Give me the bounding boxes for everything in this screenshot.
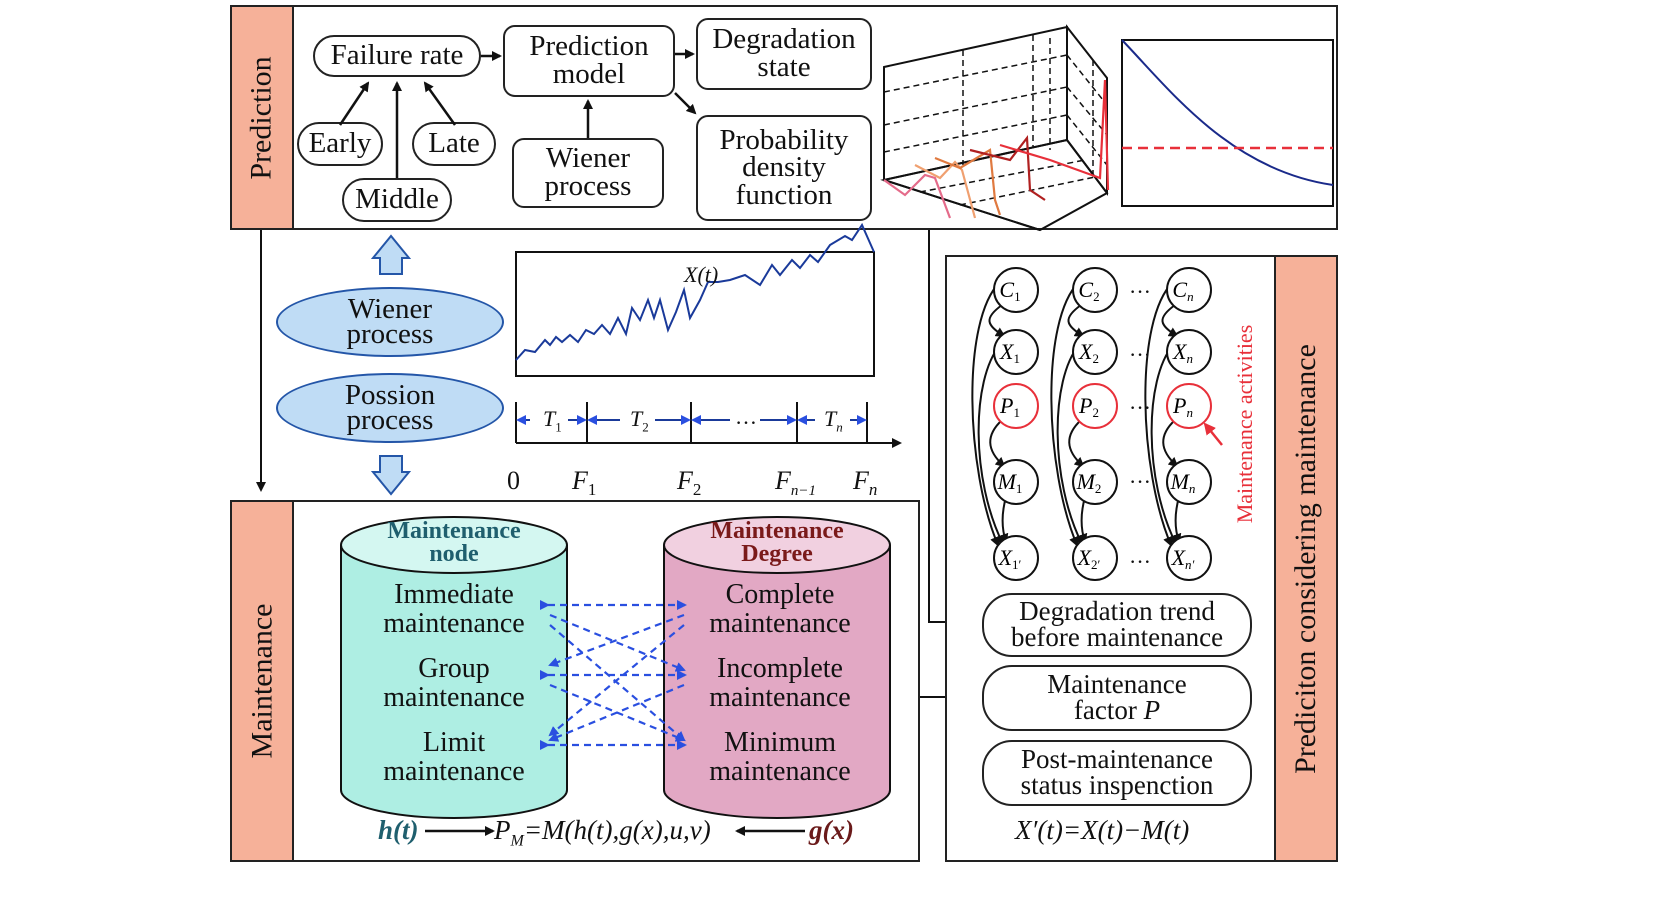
node-p-1: [993, 383, 1039, 429]
formula-pm: PM=M(h(t),g(x),u,v): [494, 815, 711, 850]
edge-x-xp: [977, 344, 1004, 546]
poisson-process-ellipse: Possion process: [276, 373, 504, 443]
wiener-ellipse-line1: Wiener: [347, 293, 433, 326]
node-p-2: [1072, 383, 1118, 429]
degradation-line1: Degradation: [712, 23, 856, 56]
late-text: Late: [428, 127, 480, 160]
pdf-box: Probability density function: [696, 115, 872, 221]
maintenance-factor-box: Maintenance factor P: [982, 665, 1252, 731]
right-formula: X′(t)=X(t)−M(t): [1015, 815, 1190, 845]
node-p-n: [1166, 383, 1212, 429]
prediction-model-line1: Prediction: [529, 30, 649, 63]
maintenance-activities-label: Maintenance activities: [1232, 324, 1257, 524]
edge-m-xp: [998, 496, 1009, 544]
edge-c-x: [1067, 304, 1085, 338]
middle-node: Middle: [342, 178, 452, 222]
node-db-title-1: Maintenance: [387, 518, 521, 544]
node-x-1: [993, 329, 1039, 375]
edge-c-xp: [1144, 281, 1174, 547]
wiener-process-ellipse: Wiener process: [276, 287, 504, 357]
interval-tn: Tn: [822, 406, 845, 436]
middle-text: Middle: [355, 183, 439, 216]
node-xp-2: [1072, 535, 1118, 581]
early-node: Early: [297, 122, 383, 166]
interval-ellipsis: …: [733, 404, 759, 430]
node-c-n: [1166, 267, 1212, 313]
node-c-2: [1072, 267, 1118, 313]
edge-p-m: [1162, 419, 1179, 468]
late-node: Late: [412, 122, 496, 166]
tick-0: 0: [507, 466, 520, 495]
ellipsis-x: ···: [1129, 342, 1151, 367]
poisson-ellipse-line1: Possion: [344, 379, 436, 412]
degree-db-title-2: Degree: [741, 540, 813, 567]
failure-rate-text: Failure rate: [330, 39, 464, 72]
degradation-state-box: Degradation state: [696, 18, 872, 90]
wiener-process-box: Wiener process: [512, 138, 664, 208]
node-c-1: [993, 267, 1039, 313]
node-xp-1: [993, 535, 1039, 581]
ellipsis-m: ···: [1129, 469, 1151, 494]
node-x-2: [1072, 329, 1118, 375]
degradation-line2: state: [757, 51, 811, 83]
pdf-line1: Probability: [719, 123, 849, 156]
node-m-n: [1166, 459, 1212, 505]
maintenance-activity-pointer: [1203, 422, 1223, 446]
node-m-2: [1072, 459, 1118, 505]
interval-t2: T2: [628, 406, 651, 436]
degree-db-title: Maintenance Degree: [664, 518, 890, 567]
wiener-line1: Wiener: [545, 142, 631, 175]
prediction-section-label: Prediction: [230, 5, 294, 230]
edge-x-xp: [1150, 344, 1177, 546]
edge-p-m: [1068, 419, 1085, 468]
node-x-n: [1166, 329, 1212, 375]
tick-f1: F1: [572, 466, 597, 500]
degree-db-title-1: Maintenance: [710, 518, 844, 544]
failure-rate-node: Failure rate: [313, 35, 481, 77]
tick-fn-1: Fn−1: [775, 466, 817, 500]
formula-h: h(t): [378, 815, 419, 845]
edge-m-xp: [1171, 496, 1182, 544]
formula-g: g(x): [809, 815, 854, 845]
edge-x-xp: [1056, 344, 1083, 546]
tick-fn: Fn: [853, 466, 878, 500]
early-text: Early: [308, 127, 372, 160]
node-db-title: Maintenance node: [341, 518, 567, 567]
node-xp-n: [1166, 535, 1212, 581]
tick-f2: F2: [677, 466, 702, 500]
edge-m-xp: [1077, 496, 1088, 544]
edge-p-m: [989, 419, 1006, 468]
edge-c-xp: [1050, 281, 1080, 547]
interval-t1: T1: [541, 406, 564, 436]
wiener-line2: process: [544, 170, 632, 202]
node-m-1: [993, 459, 1039, 505]
ellipsis-p: ···: [1129, 395, 1151, 420]
edge-c-x: [1161, 304, 1179, 338]
maintenance-section-label: Maintenance: [230, 500, 294, 862]
pdf-line2: density: [742, 151, 826, 184]
node-db-title-2: node: [429, 540, 479, 567]
edge-c-x: [988, 304, 1006, 338]
pdf-line3: function: [735, 178, 833, 211]
ellipsis-c: ···: [1129, 279, 1151, 304]
ellipsis-xp: ···: [1129, 549, 1151, 574]
wiener-ellipse-line2: process: [346, 318, 434, 350]
prediction-model-box: Prediction model: [503, 25, 675, 97]
edge-c-xp: [971, 281, 1001, 547]
poisson-ellipse-line2: process: [346, 404, 434, 436]
prediction-model-line2: model: [552, 58, 626, 90]
xt-label: X(t): [684, 262, 719, 287]
